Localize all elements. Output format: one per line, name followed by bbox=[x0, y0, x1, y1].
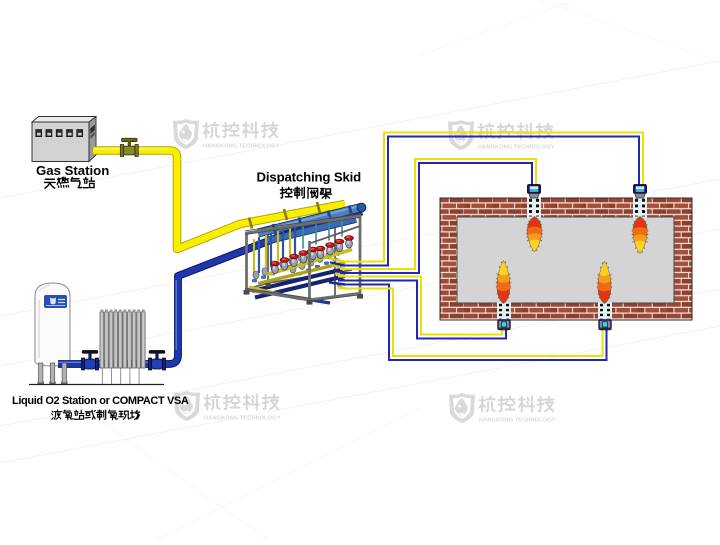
svg-text:Liquid O2 Station or COMPACT V: Liquid O2 Station or COMPACT VSA bbox=[12, 395, 189, 407]
svg-text:Gas Station: Gas Station bbox=[36, 163, 109, 178]
svg-text:Dispatching Skid: Dispatching Skid bbox=[257, 170, 362, 185]
